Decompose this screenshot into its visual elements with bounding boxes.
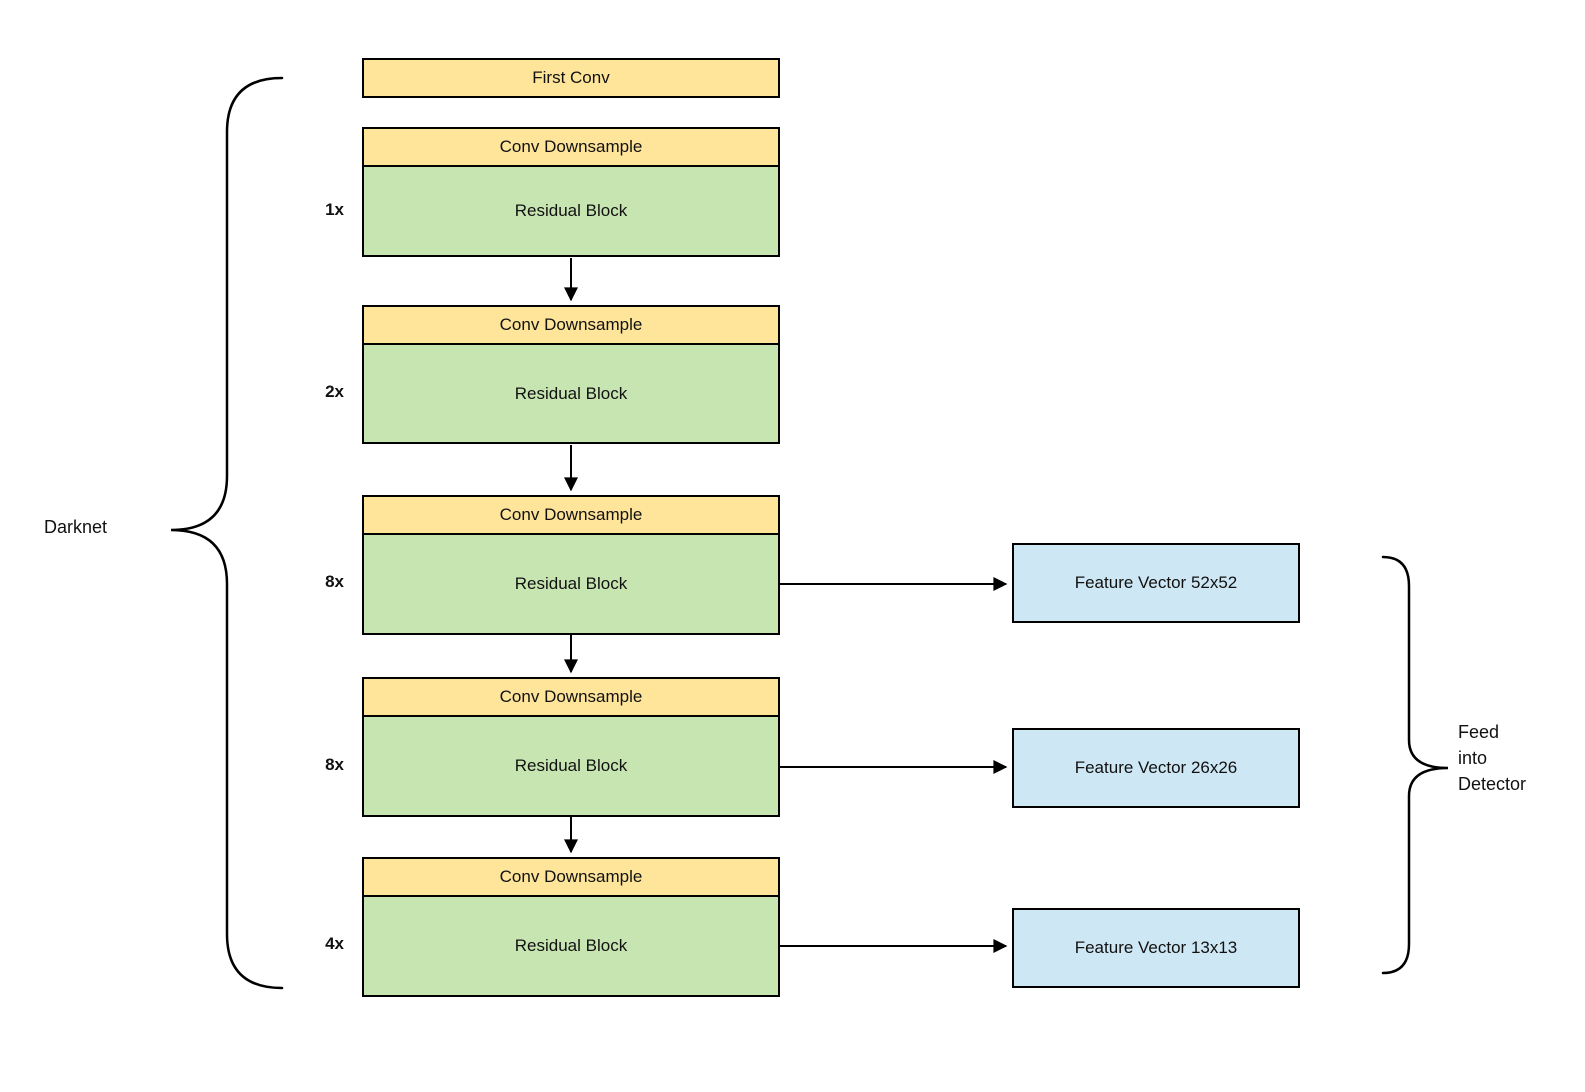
residual-block-label: Residual Block xyxy=(514,756,628,775)
conv-downsample-label: Conv Downsample xyxy=(499,315,643,334)
stage-1-multiplier: 1x xyxy=(325,200,344,219)
residual-block-label: Residual Block xyxy=(514,936,628,955)
stage-5-multiplier: 4x xyxy=(325,934,344,953)
feed-into-detector-brace xyxy=(1381,555,1449,975)
stage-2: Conv Downsample Residual Block xyxy=(362,305,780,444)
darknet-brace xyxy=(170,76,284,990)
feed-into-detector-label: Feed into Detector xyxy=(1458,722,1527,794)
conv-downsample-box: Conv Downsample xyxy=(364,129,778,167)
conv-downsample-label: Conv Downsample xyxy=(499,505,643,524)
stage-2-multiplier: 2x xyxy=(325,382,344,401)
first-conv-label: First Conv xyxy=(532,68,610,87)
residual-block-box: Residual Block xyxy=(364,717,778,815)
feature-vector-13x13-label: Feature Vector 13x13 xyxy=(1074,938,1238,957)
feature-vector-52x52-label: Feature Vector 52x52 xyxy=(1074,573,1238,592)
first-conv-box: First Conv xyxy=(362,58,780,98)
feature-vector-26x26-label: Feature Vector 26x26 xyxy=(1074,758,1238,777)
conv-downsample-box: Conv Downsample xyxy=(364,497,778,535)
residual-block-box: Residual Block xyxy=(364,535,778,633)
conv-downsample-label: Conv Downsample xyxy=(499,137,643,156)
conv-downsample-label: Conv Downsample xyxy=(499,687,643,706)
residual-block-box: Residual Block xyxy=(364,345,778,442)
stage-1: Conv Downsample Residual Block xyxy=(362,127,780,257)
stage-5: Conv Downsample Residual Block xyxy=(362,857,780,997)
conv-downsample-label: Conv Downsample xyxy=(499,867,643,886)
stage-4-multiplier: 8x xyxy=(325,755,344,774)
stage-4: Conv Downsample Residual Block xyxy=(362,677,780,817)
conv-downsample-box: Conv Downsample xyxy=(364,679,778,717)
stage-3: Conv Downsample Residual Block xyxy=(362,495,780,635)
conv-downsample-box: Conv Downsample xyxy=(364,859,778,897)
residual-block-box: Residual Block xyxy=(364,897,778,995)
residual-block-box: Residual Block xyxy=(364,167,778,255)
residual-block-label: Residual Block xyxy=(514,574,628,593)
feature-vector-52x52-box: Feature Vector 52x52 xyxy=(1012,543,1300,623)
stage-3-multiplier: 8x xyxy=(325,572,344,591)
conv-downsample-box: Conv Downsample xyxy=(364,307,778,345)
feature-vector-26x26-box: Feature Vector 26x26 xyxy=(1012,728,1300,808)
darknet-label: Darknet xyxy=(44,517,108,537)
residual-block-label: Residual Block xyxy=(514,201,628,220)
residual-block-label: Residual Block xyxy=(514,383,628,403)
feature-vector-13x13-box: Feature Vector 13x13 xyxy=(1012,908,1300,988)
